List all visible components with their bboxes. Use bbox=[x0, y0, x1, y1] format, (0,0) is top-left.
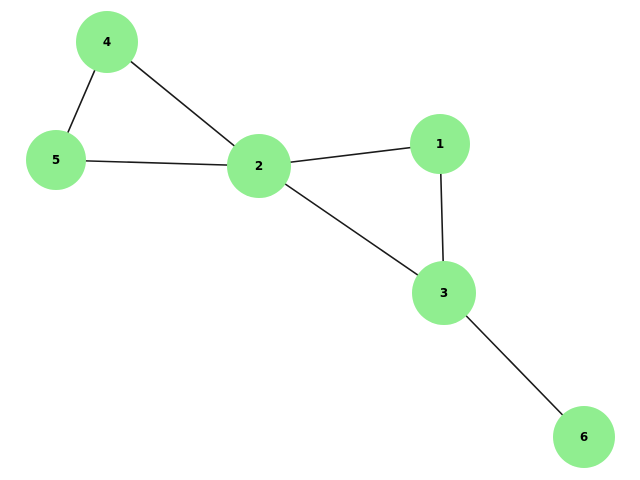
node-circle-5[interactable] bbox=[26, 130, 86, 190]
node-circle-1[interactable] bbox=[410, 114, 470, 174]
graph-node-3[interactable]: 3 bbox=[412, 261, 476, 325]
graph-node-2[interactable]: 2 bbox=[227, 134, 291, 198]
nodes-layer: 1 2 3 4 5 6 bbox=[26, 11, 615, 468]
graph-node-6[interactable]: 6 bbox=[553, 406, 615, 468]
node-circle-6[interactable] bbox=[553, 406, 615, 468]
node-circle-2[interactable] bbox=[227, 134, 291, 198]
graph-edge bbox=[258, 165, 445, 294]
graph-node-4[interactable]: 4 bbox=[76, 11, 138, 73]
node-circle-3[interactable] bbox=[412, 261, 476, 325]
graph-edge bbox=[443, 292, 585, 438]
graph-node-5[interactable]: 5 bbox=[26, 130, 86, 190]
node-circle-4[interactable] bbox=[76, 11, 138, 73]
graph-node-1[interactable]: 1 bbox=[410, 114, 470, 174]
graph-edge bbox=[106, 41, 260, 167]
graph-edge bbox=[55, 159, 260, 167]
